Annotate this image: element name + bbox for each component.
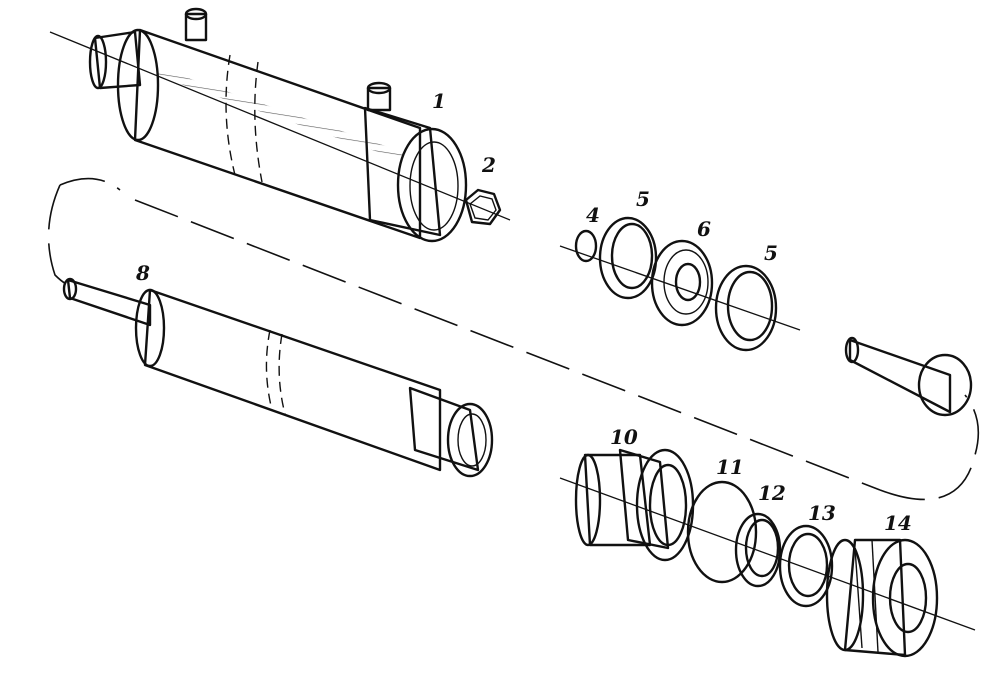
label-5b: 5 xyxy=(764,241,778,265)
dash-connector-left xyxy=(47,184,79,288)
guide-ring-left xyxy=(598,216,658,300)
hex-nut xyxy=(464,188,502,226)
axis-line-upper xyxy=(49,31,511,221)
piston-seal xyxy=(650,239,714,327)
wiper-seal xyxy=(778,524,834,608)
label-8: 8 xyxy=(135,261,150,285)
rod-end-fitting xyxy=(844,336,973,417)
label-11: 11 xyxy=(716,455,744,479)
guide-ring-right xyxy=(714,264,778,352)
cylinder-barrel xyxy=(88,7,468,243)
o-ring-large xyxy=(686,480,758,584)
label-6: 6 xyxy=(697,217,711,241)
label-13: 13 xyxy=(808,501,836,525)
bushing xyxy=(734,512,782,588)
label-14: 14 xyxy=(884,511,912,535)
label-2: 2 xyxy=(481,153,496,177)
o-ring-small xyxy=(574,229,598,263)
dash-connector-top xyxy=(59,177,121,191)
label-1: 1 xyxy=(432,89,446,113)
castle-nut xyxy=(825,538,939,658)
label-12: 12 xyxy=(758,481,786,505)
dash-connector-right xyxy=(879,394,980,501)
label-10: 10 xyxy=(610,425,638,449)
label-4: 4 xyxy=(586,203,600,227)
dash-connector-diagonal xyxy=(134,199,881,491)
label-5a: 5 xyxy=(636,187,650,211)
axis-line-lower xyxy=(559,477,976,631)
piston-rod xyxy=(62,277,494,478)
